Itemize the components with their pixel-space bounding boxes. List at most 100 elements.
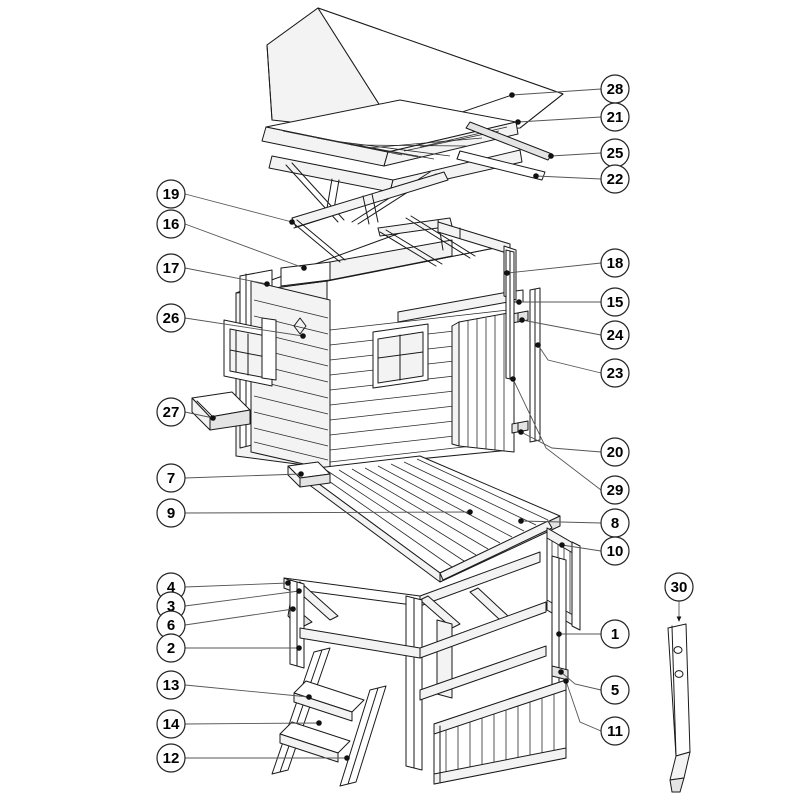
callout-11[interactable]: 11	[600, 716, 630, 746]
callout-21[interactable]: 21	[600, 102, 630, 132]
front-window	[372, 323, 429, 389]
callout-17[interactable]: 17	[156, 253, 186, 283]
callout-label-4: 4	[167, 579, 176, 596]
callout-circle-20[interactable]	[600, 437, 630, 467]
callout-circle-24[interactable]	[600, 320, 630, 350]
ladder-side-rail	[271, 647, 387, 787]
callout-6[interactable]: 6	[156, 610, 186, 640]
callout-10[interactable]: 10	[600, 536, 630, 566]
roof-assembly	[261, 7, 564, 229]
support-post-centre	[405, 595, 453, 771]
callout-circle-12[interactable]	[156, 743, 186, 773]
leader-dot-3	[296, 588, 302, 594]
leader-line-27	[184, 411, 214, 419]
ladder-step-upper	[293, 680, 365, 722]
callout-circle-18[interactable]	[600, 248, 630, 278]
callout-1[interactable]: 1	[600, 619, 630, 649]
callout-label-19: 19	[163, 186, 180, 203]
callout-label-23: 23	[607, 365, 624, 382]
support-post-front	[289, 579, 305, 669]
leader-dot-25	[548, 153, 554, 159]
leader-line-28	[511, 88, 602, 96]
callout-circle-11[interactable]	[600, 716, 630, 746]
callout-circle-22[interactable]	[600, 164, 630, 194]
leader-line-8	[520, 520, 602, 524]
callout-circle-23[interactable]	[600, 358, 630, 388]
callout-24[interactable]: 24	[600, 320, 630, 350]
callout-label-18: 18	[607, 255, 624, 272]
leader-line-16	[184, 223, 305, 269]
callout-26[interactable]: 26	[156, 303, 186, 333]
leader-dot-18	[504, 270, 510, 276]
callout-9[interactable]: 9	[156, 498, 186, 528]
house-body-assembly	[191, 215, 541, 471]
callout-30[interactable]: 30	[664, 572, 694, 602]
callout-circle-2[interactable]	[156, 633, 186, 663]
callout-16[interactable]: 16	[156, 209, 186, 239]
callout-label-16: 16	[163, 216, 180, 233]
callout-circle-15[interactable]	[600, 287, 630, 317]
callout-22[interactable]: 22	[600, 164, 630, 194]
callout-circle-14[interactable]	[156, 709, 186, 739]
callout-29[interactable]: 29	[600, 475, 630, 505]
callout-label-10: 10	[607, 543, 624, 560]
callout-12[interactable]: 12	[156, 743, 186, 773]
callout-7[interactable]: 7	[156, 463, 186, 493]
callout-13[interactable]: 13	[156, 670, 186, 700]
callout-label-24: 24	[607, 327, 624, 344]
callout-circle-17[interactable]	[156, 253, 186, 283]
callout-circle-1[interactable]	[600, 619, 630, 649]
callout-circle-9[interactable]	[156, 498, 186, 528]
callout-27[interactable]: 27	[156, 397, 186, 427]
leader-dot-27	[210, 415, 216, 421]
leader-line-3	[184, 590, 300, 607]
callout-18[interactable]: 18	[600, 248, 630, 278]
callout-15[interactable]: 15	[600, 287, 630, 317]
callout-circle-29[interactable]	[600, 475, 630, 505]
callout-19[interactable]: 19	[156, 179, 186, 209]
leader-line-11	[565, 680, 602, 732]
callout-20[interactable]: 20	[600, 437, 630, 467]
leader-dot-28	[509, 92, 515, 98]
callout-label-5: 5	[611, 682, 619, 699]
leader-line-22	[535, 175, 602, 180]
leader-dot-16	[301, 265, 307, 271]
callout-circle-5[interactable]	[600, 675, 630, 705]
corner-post-rear	[505, 249, 515, 381]
callout-circle-30[interactable]	[664, 572, 694, 602]
leader-dot-9	[467, 509, 473, 515]
callout-label-12: 12	[163, 750, 180, 767]
leader-dot-23	[535, 342, 541, 348]
callout-bubbles-group: 2821252219161726271815242320297981043621…	[156, 74, 694, 773]
callout-circle-26[interactable]	[156, 303, 186, 333]
leader-line-13	[184, 684, 310, 698]
callout-circle-21[interactable]	[600, 102, 630, 132]
leader-dot-14	[316, 720, 322, 726]
leader-line-9	[184, 511, 471, 514]
callout-label-28: 28	[607, 81, 624, 98]
leader-dot-21	[515, 119, 521, 125]
callout-circle-19[interactable]	[156, 179, 186, 209]
callout-circle-16[interactable]	[156, 209, 186, 239]
callout-25[interactable]: 25	[600, 138, 630, 168]
leader-line-14	[184, 722, 320, 725]
callout-label-13: 13	[163, 677, 180, 694]
callout-2[interactable]: 2	[156, 633, 186, 663]
leader-dot-22	[533, 173, 539, 179]
callout-8[interactable]: 8	[600, 508, 630, 538]
callout-28[interactable]: 28	[600, 74, 630, 104]
callout-23[interactable]: 23	[600, 358, 630, 388]
callout-circle-7[interactable]	[156, 463, 186, 493]
roof-panel-upper	[266, 7, 564, 135]
callout-5[interactable]: 5	[600, 675, 630, 705]
callout-circle-13[interactable]	[156, 670, 186, 700]
leader-dot-11	[563, 678, 569, 684]
leader-dot-19	[289, 219, 295, 225]
callout-label-30: 30	[671, 579, 688, 596]
leader-line-17	[184, 267, 268, 285]
callout-circle-10[interactable]	[600, 536, 630, 566]
callout-14[interactable]: 14	[156, 709, 186, 739]
callout-circle-27[interactable]	[156, 397, 186, 427]
